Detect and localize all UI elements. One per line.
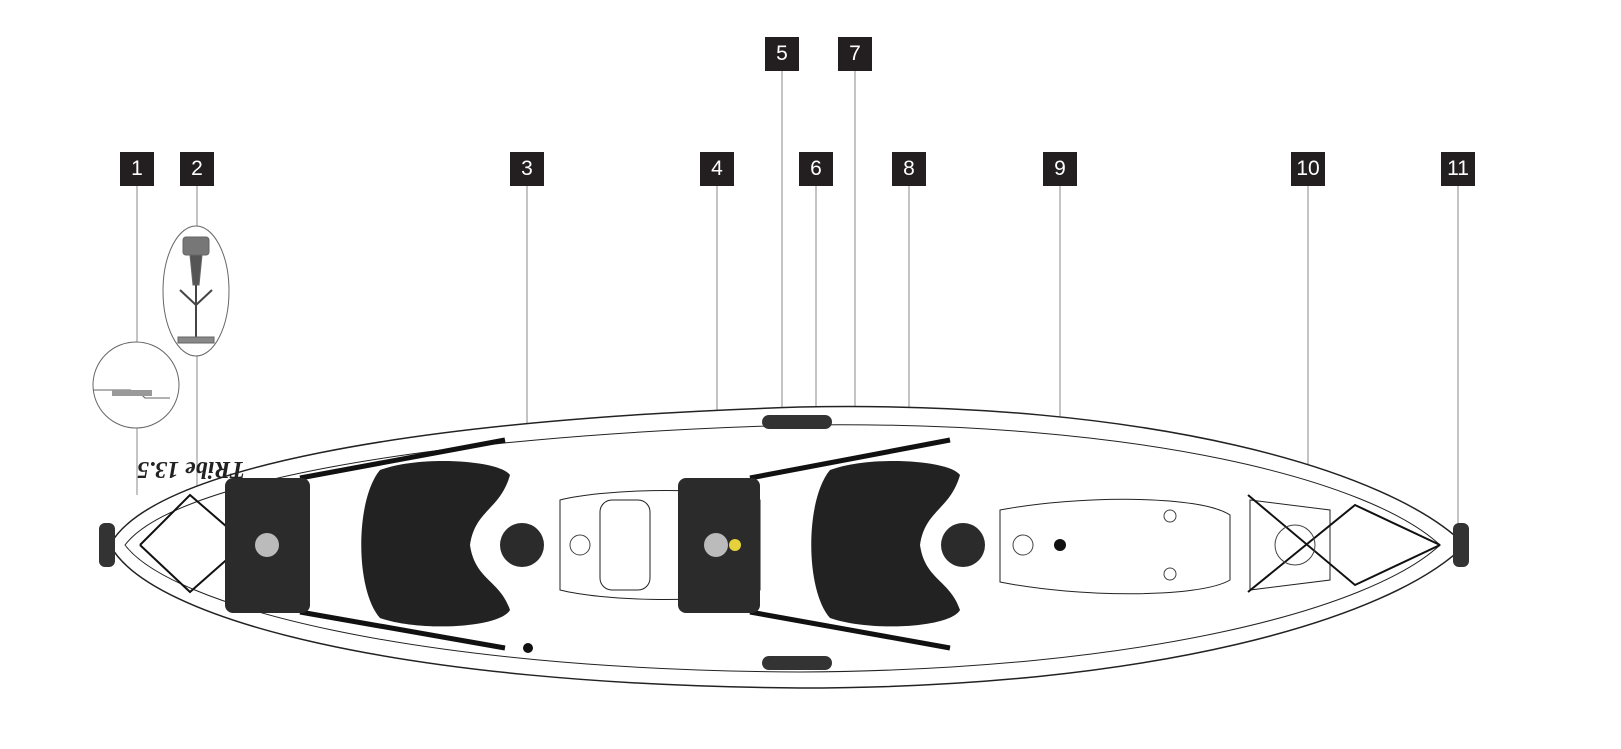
kayak-hull xyxy=(109,405,1467,689)
footrest-pad-rear xyxy=(361,460,510,627)
callout-label: 6 xyxy=(810,157,822,180)
callout-label: 9 xyxy=(1054,157,1066,180)
callout-label: 8 xyxy=(903,157,915,180)
cup-holder xyxy=(1054,539,1066,551)
callout-label: 11 xyxy=(1447,157,1469,180)
footrest-pad-front xyxy=(811,460,960,627)
callout-8: 8 xyxy=(892,152,926,186)
scupper-plug-detail xyxy=(162,225,230,357)
callout-9: 9 xyxy=(1043,152,1077,186)
drain-plug-detail xyxy=(92,341,180,429)
hatch-rear xyxy=(500,523,544,567)
callout-label: 7 xyxy=(849,42,861,65)
callout-10: 10 xyxy=(1291,152,1325,186)
side-handle-bottom xyxy=(762,656,832,670)
front-seat xyxy=(678,478,760,613)
callout-label: 4 xyxy=(711,157,723,180)
callout-1: 1 xyxy=(120,152,154,186)
callout-7: 7 xyxy=(838,37,872,71)
hatch-front xyxy=(941,523,985,567)
side-handle-top xyxy=(762,415,832,429)
bow-handle xyxy=(1453,523,1469,567)
callout-4: 4 xyxy=(700,152,734,186)
hull-logo: TRibe 13.5 xyxy=(137,456,245,482)
callout-2: 2 xyxy=(180,152,214,186)
callout-6: 6 xyxy=(799,152,833,186)
callout-label: 10 xyxy=(1296,157,1320,180)
svg-text:TRibe 13.5: TRibe 13.5 xyxy=(137,456,245,482)
callout-label: 2 xyxy=(191,157,203,180)
stern-handle xyxy=(99,523,115,567)
callout-label: 1 xyxy=(131,157,143,180)
callout-label: 3 xyxy=(521,157,533,180)
callout-label: 5 xyxy=(776,42,788,65)
callout-11: 11 xyxy=(1441,152,1475,186)
callout-3: 3 xyxy=(510,152,544,186)
callout-5: 5 xyxy=(765,37,799,71)
rear-seat xyxy=(225,478,310,613)
